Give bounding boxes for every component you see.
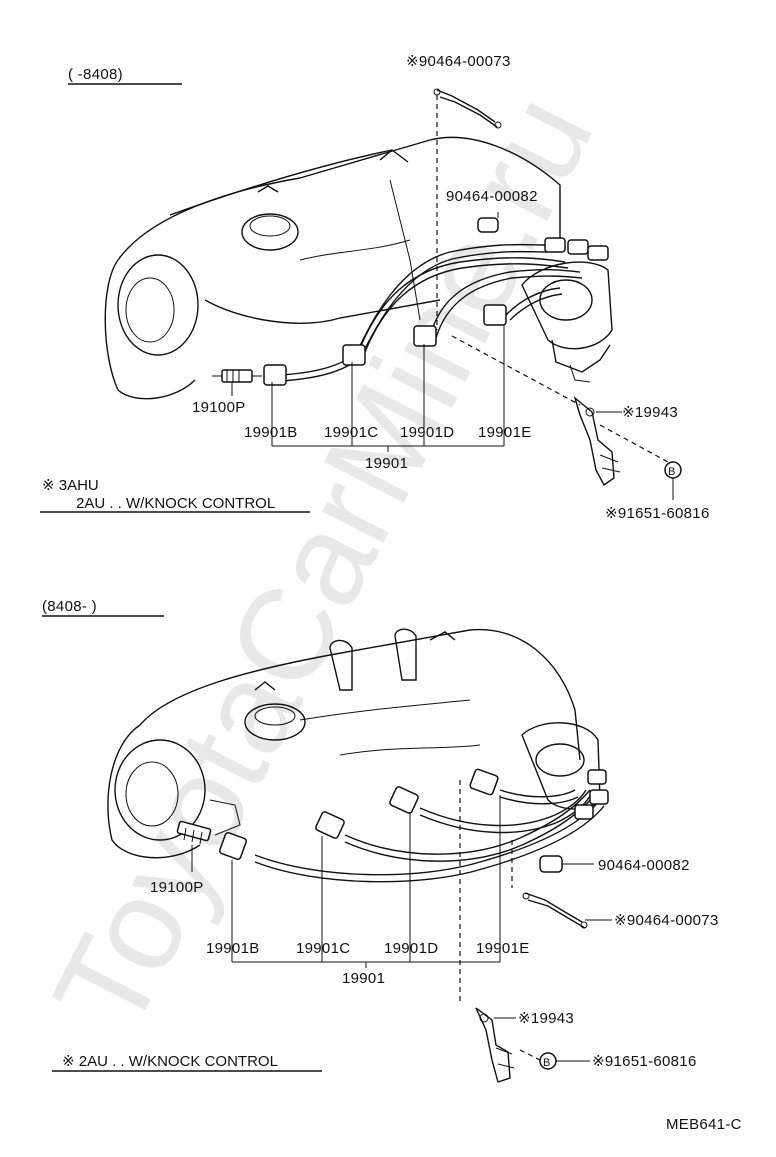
plug-boot-b bbox=[263, 364, 287, 386]
note-line2-top: 2AU . . W/KNOCK CONTROL bbox=[76, 495, 275, 512]
top-range-label: ( -8408) bbox=[68, 66, 123, 83]
watermark: ToyotaCarMine.ru bbox=[25, 72, 621, 1052]
spark-plug-bottom bbox=[176, 820, 212, 845]
plug-boot-e bbox=[483, 304, 507, 326]
label-bracket-top: ※19943 bbox=[622, 404, 678, 421]
label-clamp-bottom: 90464-00082 bbox=[598, 857, 690, 874]
distributor-top bbox=[521, 237, 613, 383]
bottom-range-label: (8408- ) bbox=[42, 598, 97, 615]
label-spark-plug-bottom: 19100P bbox=[150, 879, 204, 896]
clamp-bottom bbox=[539, 855, 563, 873]
label-clip-top: ※90464-00073 bbox=[406, 53, 511, 70]
label-wire-b-bottom: 19901B bbox=[206, 940, 260, 957]
bolt-marker-bottom-label: B bbox=[543, 1057, 551, 1069]
top-section: ( -8408) bbox=[40, 53, 710, 522]
distributor-bottom bbox=[521, 722, 609, 820]
note-bottom: ※ 2AU . . W/KNOCK CONTROL bbox=[62, 1053, 278, 1070]
plug-boot-b-bottom bbox=[218, 831, 248, 861]
plug-boot-e-bottom bbox=[469, 768, 499, 796]
label-wire-d-top: 19901D bbox=[400, 424, 454, 441]
label-wire-d-bottom: 19901D bbox=[384, 940, 438, 957]
note-line1-top: ※ 3AHU bbox=[42, 477, 99, 494]
ignition-wires-top bbox=[279, 243, 583, 382]
label-wire-set-top: 19901 bbox=[365, 455, 408, 472]
wire-clip-bottom bbox=[522, 892, 588, 929]
label-bolt-top: ※91651-60816 bbox=[605, 505, 710, 522]
spark-plug-top bbox=[212, 369, 262, 383]
label-wire-b-top: 19901B bbox=[244, 424, 298, 441]
diagram-code: MEB641-C bbox=[666, 1116, 742, 1133]
label-bracket-bottom: ※19943 bbox=[518, 1010, 574, 1027]
engine-block-top bbox=[104, 136, 561, 400]
label-clamp-top: 90464-00082 bbox=[446, 188, 538, 205]
plug-boot-c-bottom bbox=[315, 811, 345, 839]
bracket-top bbox=[573, 396, 621, 487]
plug-boot-d bbox=[413, 325, 437, 347]
label-bolt-bottom: ※91651-60816 bbox=[592, 1053, 697, 1070]
clamp-top bbox=[477, 217, 499, 233]
bolt-marker-top-label: B bbox=[668, 466, 676, 478]
bracket-bottom bbox=[475, 1007, 515, 1083]
label-wire-e-bottom: 19901E bbox=[476, 940, 530, 957]
plug-boot-d-bottom bbox=[389, 786, 419, 814]
label-wire-c-bottom: 19901C bbox=[296, 940, 350, 957]
label-clip-bottom: ※90464-00073 bbox=[614, 912, 719, 929]
bottom-section: (8408- ) bbox=[42, 598, 719, 1083]
label-spark-plug-top: 19100P bbox=[192, 399, 246, 416]
label-wire-set-bottom: 19901 bbox=[342, 970, 385, 987]
plug-boot-c bbox=[342, 344, 366, 366]
label-wire-e-top: 19901E bbox=[478, 424, 532, 441]
engine-block-bottom bbox=[107, 628, 581, 859]
label-wire-c-top: 19901C bbox=[324, 424, 378, 441]
